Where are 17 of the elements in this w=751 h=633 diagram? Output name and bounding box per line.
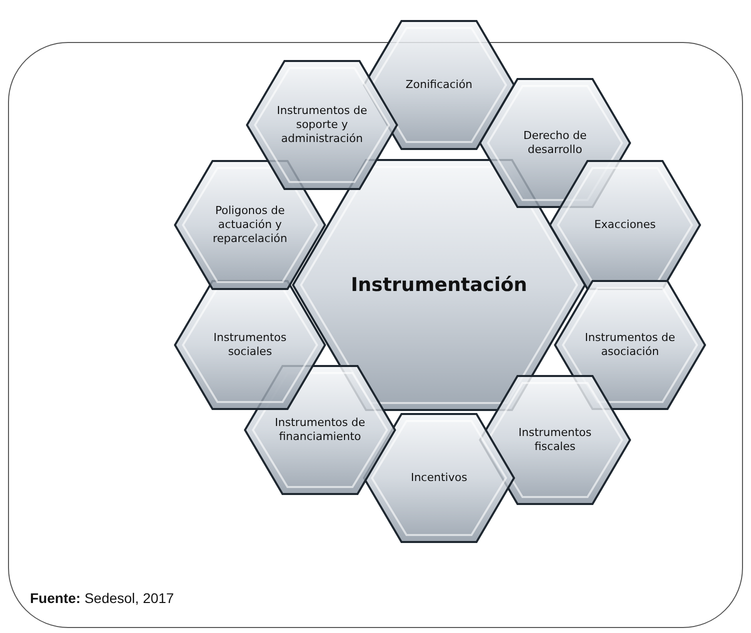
hexagon-label: Instrumentos de asociación [584, 331, 676, 359]
hexagon-node [364, 414, 514, 542]
hexagon-label: Instrumentos sociales [212, 331, 288, 359]
hexagon-node [247, 61, 397, 189]
hexagon-label: Poligonos de actuación y reparcelación [212, 204, 288, 246]
hexagon-label: Zonificación [406, 78, 472, 92]
hexagon-node [555, 281, 705, 409]
hexagon-label: Instrumentos fiscales [518, 426, 592, 454]
hexagon-node [550, 161, 700, 289]
hexagon-label: Incentivos [410, 471, 468, 485]
hexagon-label: Instrumentos de financiamiento [274, 416, 366, 444]
hexagon-label: Derecho de desarrollo [522, 129, 588, 157]
hexagon-label: Instrumentos de soporte y administración [276, 104, 368, 146]
hexagon-label: Instrumentación [350, 273, 528, 297]
hexagon-label: Exacciones [594, 218, 656, 232]
source-note: Fuente: Sedesol, 2017 [30, 590, 174, 606]
hexagon-node [175, 161, 325, 289]
